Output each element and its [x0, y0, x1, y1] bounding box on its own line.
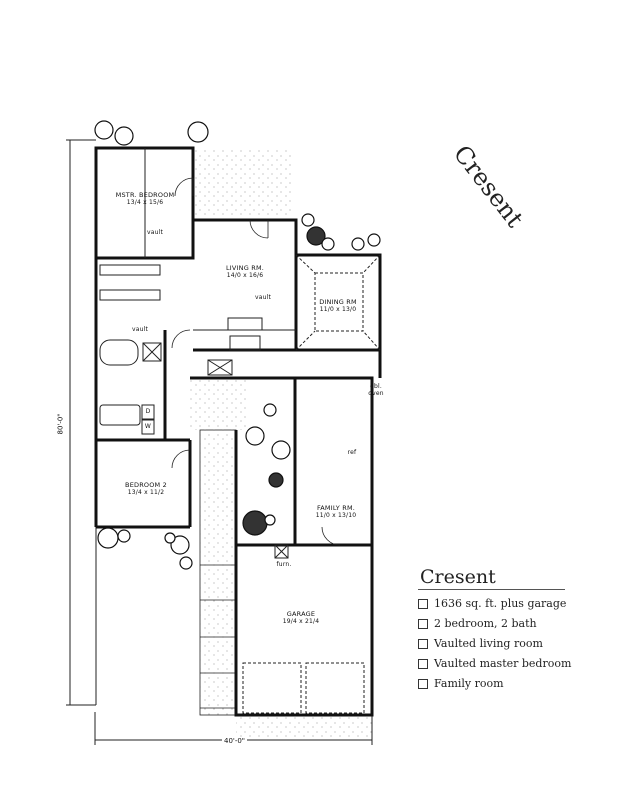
room-label-living-room: LIVING RM.14/0 x 16/6 — [225, 264, 265, 279]
info-title: Cresent — [418, 566, 565, 590]
vault-label-living: vault — [254, 294, 272, 301]
feature-text: Vaulted master bedroom — [434, 657, 572, 670]
walkway-pavers — [200, 564, 236, 709]
checkbox-icon — [418, 638, 428, 649]
trees — [94, 120, 381, 570]
doors — [171, 177, 341, 546]
washer-label: W — [144, 423, 152, 430]
vault-ceiling-dining — [242, 254, 381, 714]
checkbox-icon — [418, 658, 428, 669]
plan-info-panel: Cresent 1636 sq. ft. plus garage 2 bedro… — [418, 566, 571, 690]
feature-item: Family room — [418, 677, 571, 690]
feature-item: Vaulted living room — [418, 637, 571, 650]
furnace-label: furn. — [276, 561, 292, 568]
walls — [94, 146, 382, 717]
feature-text: Family room — [434, 677, 504, 690]
checkbox-icon — [418, 618, 428, 629]
dryer-label: D — [145, 408, 151, 415]
feature-text: 2 bedroom, 2 bath — [434, 617, 537, 630]
checkbox-icon — [418, 598, 428, 609]
patios — [190, 148, 372, 740]
vault-label-bath: vault — [131, 326, 149, 333]
feature-text: Vaulted living room — [434, 637, 543, 650]
depth-dimension: 80'-0" — [56, 413, 65, 435]
dbl-oven-label: dbl. oven — [368, 383, 384, 397]
feature-item: Vaulted master bedroom — [418, 657, 571, 670]
feature-item: 1636 sq. ft. plus garage — [418, 597, 571, 610]
room-label-family-room: FAMILY RM.11/0 x 13/10 — [315, 504, 357, 519]
feature-text: 1636 sq. ft. plus garage — [434, 597, 567, 610]
width-dimension: 40'-0" — [222, 737, 248, 745]
checkbox-icon — [418, 678, 428, 689]
feature-item: 2 bedroom, 2 bath — [418, 617, 571, 630]
vault-label-master: vault — [146, 229, 164, 236]
ref-label: ref — [347, 449, 357, 456]
